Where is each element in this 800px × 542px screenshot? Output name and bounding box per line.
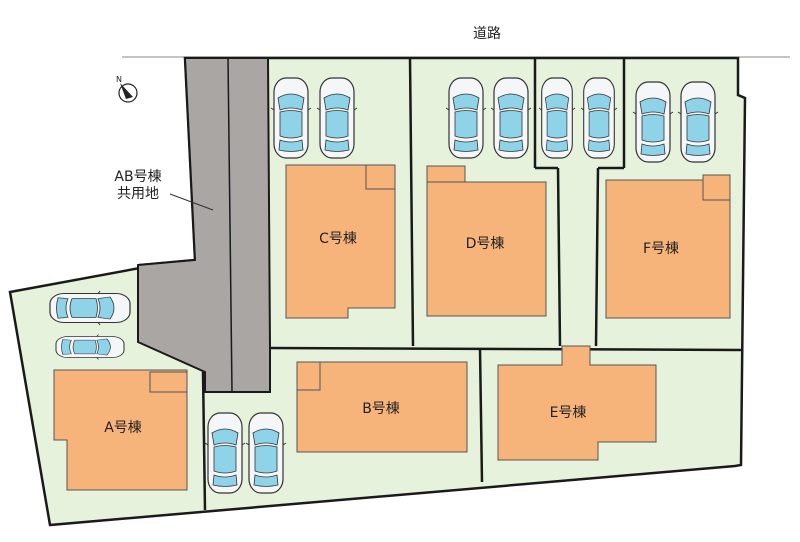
shared-label-line1: AB号棟 [114,169,161,185]
car-icon [204,412,246,494]
north-label: N [116,75,122,84]
house-f-bay [702,174,731,201]
car-icon [490,77,532,159]
house-a-bay [149,371,188,393]
house-a-label: A号棟 [104,420,142,436]
lot-lines [201,57,742,511]
house-e-label: E号棟 [550,405,587,421]
car-icon [245,412,287,494]
house-b-label: B号棟 [362,401,400,417]
road-label: 道路 [473,26,501,42]
car-icon [677,81,719,163]
house-a [53,369,188,491]
house-c-bay [365,164,396,190]
shared-path [137,57,271,393]
car-icon [316,77,358,159]
north-arrow-icon: N [116,75,138,103]
house-e [497,345,657,461]
house-b-bay [296,361,321,391]
house-c-label: C号棟 [319,231,357,247]
house-f [605,179,731,319]
shared-label-leader [169,193,214,211]
house-b [296,361,468,453]
house-d-bay [426,165,466,183]
car-icon [445,77,487,159]
shared-label-line2: 共用地 [117,186,159,202]
house-f-label: F号棟 [643,241,679,257]
car-icon [270,77,312,159]
shared-path-divider [227,57,233,393]
car-icon [49,290,131,326]
car-icon [580,77,618,159]
car-icon [538,77,576,159]
car-icon [632,81,674,163]
house-d-label: D号棟 [466,236,505,252]
car-icon [55,334,125,360]
